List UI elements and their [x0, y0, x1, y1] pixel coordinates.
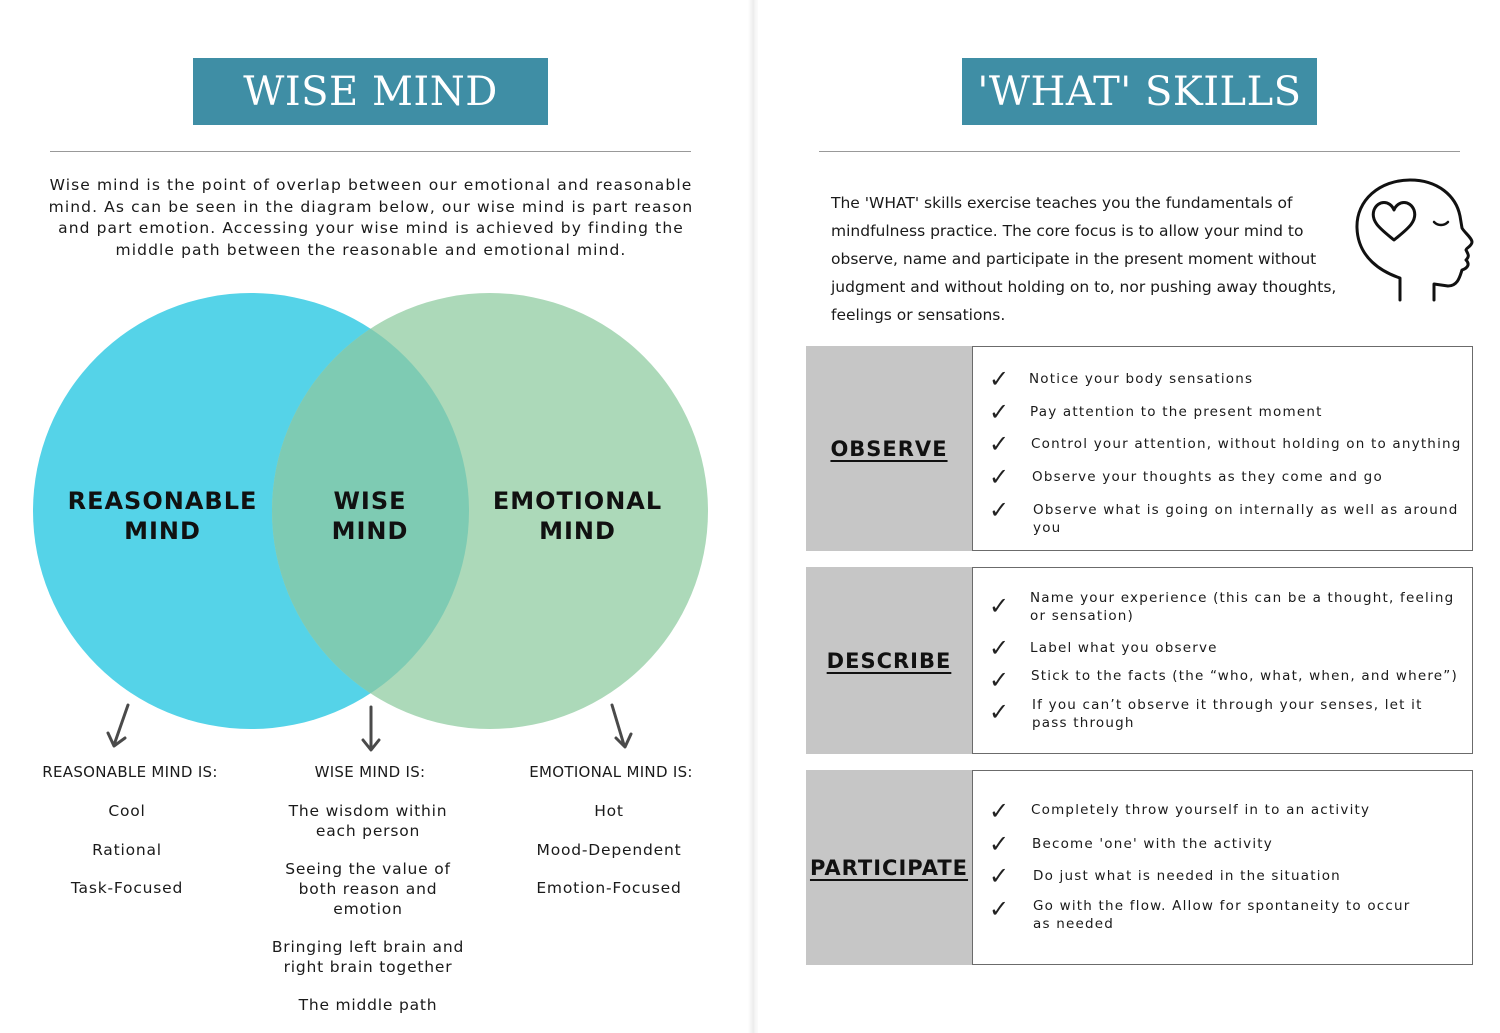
emotional-mind-label: EMOTIONAL MIND: [480, 486, 675, 546]
checkmark-icon: ✓: [989, 862, 1010, 890]
observe-items-box: ✓ Notice your body sensations ✓ Pay atte…: [972, 346, 1473, 551]
checkmark-icon: ✓: [989, 698, 1010, 726]
reasonable-item: Cool: [108, 802, 146, 820]
observe-label-box: OBSERVE: [806, 346, 972, 551]
checkmark-icon: ✓: [989, 592, 1010, 620]
item-text: Label what you observe: [1030, 640, 1218, 656]
wise-mind-label: WISE MIND: [300, 486, 440, 546]
item-text: Name your experience (this can be a thou…: [1030, 590, 1455, 624]
item-text: Become 'one' with the activity: [1032, 836, 1273, 852]
checkmark-icon: ✓: [989, 666, 1010, 694]
checkmark-icon: ✓: [989, 430, 1010, 458]
title-divider: [50, 151, 691, 152]
title-divider: [819, 151, 1460, 152]
describe-label-box: DESCRIBE: [806, 567, 972, 754]
participate-label: PARTICIPATE: [809, 855, 969, 880]
reasonable-label-line2: MIND: [124, 517, 201, 545]
wise-mind-intro: Wise mind is the point of overlap betwee…: [48, 176, 694, 259]
arrow-down-icon: [361, 705, 381, 752]
emotional-label-line2: MIND: [539, 517, 616, 545]
head-with-heart-icon: [1355, 178, 1474, 302]
wise-label-line2: MIND: [331, 517, 409, 545]
wise-item: Seeing the value of both reason and emot…: [285, 860, 451, 918]
wise-column-heading: WISE MIND IS:: [314, 763, 426, 781]
item-text: Control your attention, without holding …: [1031, 436, 1462, 452]
emotional-item: Mood-Dependent: [536, 841, 682, 859]
emotional-item: Hot: [594, 802, 624, 820]
item-text: If you can’t observe it through your sen…: [1032, 697, 1423, 731]
checkmark-icon: ✓: [989, 463, 1010, 491]
checkmark-icon: ✓: [989, 797, 1010, 825]
observe-label: OBSERVE: [830, 436, 948, 461]
checkmark-icon: ✓: [989, 634, 1010, 662]
wise-mind-title: WISE MIND: [193, 58, 548, 125]
arrow-down-icon: [106, 703, 130, 748]
wise-label-line1: WISE: [333, 487, 407, 515]
reasonable-mind-label: REASONABLE MIND: [60, 486, 265, 546]
item-text: Observe your thoughts as they come and g…: [1032, 469, 1383, 485]
item-text: Pay attention to the present moment: [1030, 404, 1323, 420]
item-text: Stick to the facts (the “who, what, when…: [1031, 668, 1458, 684]
wise-item: The middle path: [298, 996, 438, 1014]
participate-items-box: ✓ Completely throw yourself in to an act…: [972, 770, 1473, 965]
item-text: Completely throw yourself in to an activ…: [1031, 802, 1371, 818]
what-skills-intro: The 'WHAT' skills exercise teaches you t…: [831, 194, 1337, 324]
venn-diagram: [33, 293, 708, 729]
item-text: Observe what is going on internally as w…: [1033, 502, 1459, 536]
emotional-column-heading: EMOTIONAL MIND IS:: [529, 763, 693, 781]
what-skills-title: 'WHAT' SKILLS: [962, 58, 1317, 125]
participate-label-box: PARTICIPATE: [806, 770, 972, 965]
item-text: Notice your body sensations: [1029, 371, 1254, 387]
item-text: Go with the flow. Allow for spontaneity …: [1033, 898, 1411, 932]
emotional-label-line1: EMOTIONAL: [492, 487, 663, 515]
page-gutter: [748, 0, 760, 1033]
checkmark-icon: ✓: [989, 365, 1010, 393]
describe-items-box: ✓ Name your experience (this can be a th…: [972, 567, 1473, 754]
checkmark-icon: ✓: [989, 398, 1010, 426]
checkmark-icon: ✓: [989, 830, 1010, 858]
describe-label: DESCRIBE: [826, 648, 952, 673]
wise-mind-overlap: [272, 293, 469, 729]
reasonable-label-line1: REASONABLE: [67, 487, 258, 515]
checkmark-icon: ✓: [989, 895, 1010, 923]
reasonable-item: Task-Focused: [70, 879, 184, 897]
wise-item: The wisdom within each person: [288, 802, 448, 840]
emotional-item: Emotion-Focused: [536, 879, 682, 897]
reasonable-item: Rational: [92, 841, 162, 859]
item-text: Do just what is needed in the situation: [1033, 868, 1341, 884]
checkmark-icon: ✓: [989, 496, 1010, 524]
reasonable-column-heading: REASONABLE MIND IS:: [42, 763, 218, 781]
arrow-down-icon: [610, 703, 633, 749]
wise-item: Bringing left brain and right brain toge…: [271, 938, 465, 976]
